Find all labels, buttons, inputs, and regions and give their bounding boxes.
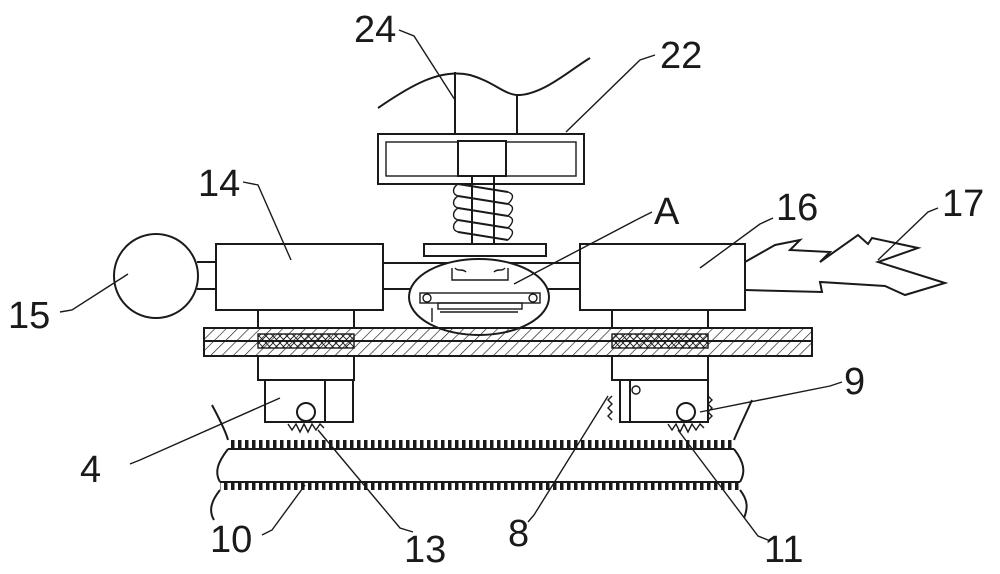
part-22-press-plate (377, 133, 585, 185)
label-10: 10 (210, 519, 252, 561)
part-24-curved-element (377, 57, 591, 134)
spring (423, 176, 547, 257)
right-carriage (607, 355, 713, 434)
label-16: 16 (776, 187, 818, 229)
part-17-zigzag-arm (744, 233, 949, 297)
label-24: 24 (354, 9, 396, 51)
label-8: 8 (508, 513, 529, 555)
leader-lines (59, 29, 939, 541)
part-16-right-block (579, 243, 746, 329)
left-carriage (257, 355, 355, 434)
label-a: A (654, 191, 680, 233)
part-15-round-weight (113, 233, 199, 319)
part-14-left-block (215, 243, 384, 329)
label-4: 4 (80, 449, 101, 491)
rail-with-racks (210, 399, 753, 521)
detail-a-ellipse (408, 258, 550, 336)
label-14: 14 (198, 163, 240, 205)
label-9: 9 (844, 361, 865, 403)
hatched-plate (203, 327, 813, 357)
label-15: 15 (8, 295, 50, 337)
label-11: 11 (764, 529, 803, 571)
label-17: 17 (942, 183, 984, 225)
label-22: 22 (660, 35, 702, 77)
label-13: 13 (404, 529, 446, 571)
